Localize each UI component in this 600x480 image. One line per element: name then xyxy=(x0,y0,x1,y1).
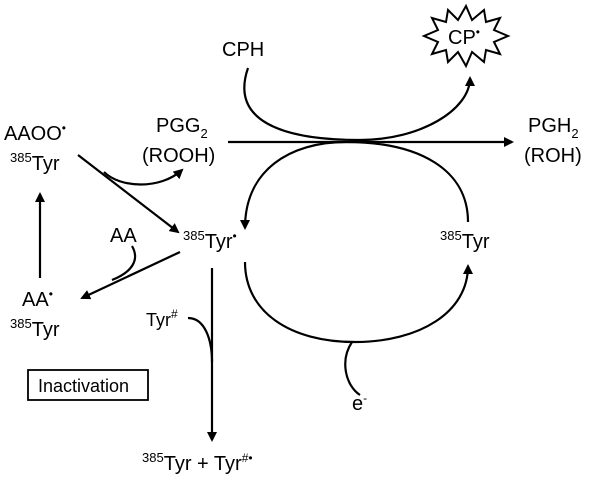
aaoo-tyr385-label: 385Tyr xyxy=(10,150,60,175)
inactivation-box xyxy=(27,369,149,401)
pgh2-label: PGH2 xyxy=(528,115,579,141)
rooh-label: (ROOH) xyxy=(142,145,215,167)
aa-label: AA xyxy=(110,225,137,247)
aa-radical-label: AA• xyxy=(22,287,53,311)
inactivation-label: Inactivation xyxy=(38,376,129,396)
arrow-cph-to-cp-radical xyxy=(243,67,475,142)
tyr-hash-curve xyxy=(187,316,214,363)
cp-radical-label: CP• xyxy=(448,25,480,49)
aa-curve xyxy=(111,245,137,282)
electron-input-curve xyxy=(344,341,361,396)
arrow-to-tyr385-radical xyxy=(240,140,347,230)
arrow-tyr385-radical-to-aa-radical xyxy=(80,251,181,300)
products-label: 385Tyr + Tyr#• xyxy=(142,450,253,475)
arrow-aaoo-to-tyr385-radical xyxy=(77,154,180,234)
curve-main-to-right-tyr xyxy=(345,140,470,223)
arrow-to-pgg2 xyxy=(103,168,184,186)
tyr-hash-label: Tyr# xyxy=(146,307,178,330)
cp-radical-starburst xyxy=(421,3,511,69)
aa-tyr385-label: 385Tyr xyxy=(10,316,60,341)
cph-label: CPH xyxy=(222,39,264,61)
electron-label: e- xyxy=(352,391,367,415)
aaoo-radical-label: AAOO• xyxy=(4,121,66,145)
roh-label: (ROH) xyxy=(524,145,582,167)
tyr385-radical-label: 385Tyr• xyxy=(183,228,237,253)
tyr385-label: 385Tyr xyxy=(440,228,490,253)
arrow-bottom-loop-to-tyr385 xyxy=(243,261,473,344)
pgg2-label: PGG2 xyxy=(156,115,208,141)
